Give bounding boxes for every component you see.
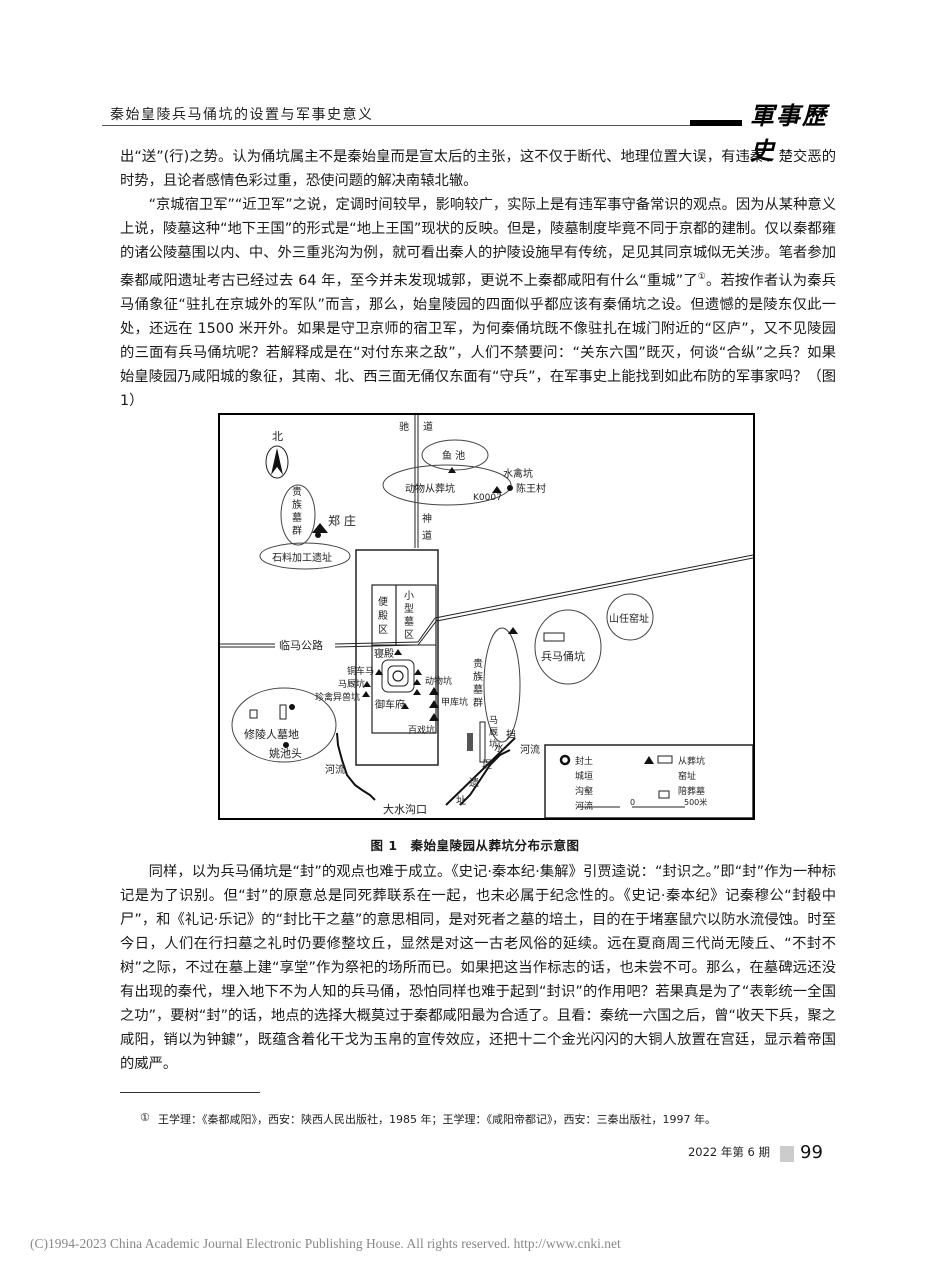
dashuigoukou-label: 大水沟口 xyxy=(383,802,427,816)
footnote-text: 王学理：《秦都咸阳》，西安：陕西人民出版社，1985 年；王学理：《咸阳帝都记》… xyxy=(158,1113,716,1126)
zhenqin-label: 珍禽异兽坑 xyxy=(315,691,360,703)
issue-info: 2022 年第 6 期 xyxy=(687,1145,770,1159)
figure-caption: 图 1 秦始皇陵园从葬坑分布示意图 xyxy=(370,838,580,853)
journal-logo: 軍事歷史 xyxy=(750,101,828,165)
dangshui-1: 挡 xyxy=(506,728,516,741)
copyright-notice: (C)1994-2023 China Academic Journal Elec… xyxy=(30,1236,621,1251)
chidao-label-2: 道 xyxy=(423,420,433,433)
legend-heliu: 河流 xyxy=(575,800,593,812)
shiliao-label: 石料加工遗址 xyxy=(272,551,332,564)
running-header: 秦始皇陵兵马俑坑的设置与军事史意义 軍事歷史 xyxy=(102,96,850,165)
north-label: 北 xyxy=(272,430,283,443)
bingmayong-label: 兵马俑坑 xyxy=(541,649,585,663)
majiukeng-e-2: 厩 xyxy=(489,727,498,738)
guizu-e-4: 群 xyxy=(473,696,483,709)
dongwu-label: 动物从葬坑 xyxy=(405,482,455,495)
guizu-e-2: 族 xyxy=(473,670,483,683)
guizu-nw-3: 墓 xyxy=(292,511,302,524)
xiaoxing-4: 区 xyxy=(404,629,414,641)
map-svg: 北 驰 道 鱼 池 水禽坑 动物从葬坑 K0007 陈王村 贵 族 墓 群 郑 … xyxy=(220,415,753,818)
dongwukeng-label: 动物坑 xyxy=(425,675,452,687)
legend-fengtu: 封土 xyxy=(575,755,593,767)
paragraph-3: 同样，以为兵马俑坑是“封”的观点也难于成立。《史记·秦本纪·集解》引贾逵说：“封… xyxy=(120,864,836,1072)
footnote-number: ① xyxy=(140,1111,150,1124)
k0007-label: K0007 xyxy=(473,493,502,503)
majiukeng-e-3: 坑 xyxy=(489,738,498,750)
legend-congzangkeng: 从葬坑 xyxy=(678,755,705,767)
body-text-top: 出“送”(行)之势。认为俑坑属主不是秦始皇而是宣太后的主张，这不仅于断代、地理位… xyxy=(120,145,836,413)
paragraph-1: 出“送”(行)之势。认为俑坑属主不是秦始皇而是宣太后的主张，这不仅于断代、地理位… xyxy=(120,149,836,189)
dangshui-3: 堤 xyxy=(482,759,492,771)
chidao-label-1: 驰 xyxy=(399,420,409,433)
header-bar xyxy=(690,120,742,126)
linma-label: 临马公路 xyxy=(279,638,323,652)
baixikeng-label: 百戏坑 xyxy=(408,724,435,736)
shuiqinkeng-label: 水禽坑 xyxy=(503,467,533,480)
legend-scale-start: 0 xyxy=(630,798,635,807)
running-title: 秦始皇陵兵马俑坑的设置与军事史意义 xyxy=(110,107,374,123)
majiukeng-e-1: 马 xyxy=(489,715,498,726)
paragraph-2: “京城宿卫军”“近卫军”之说，定调时间较早，影响较广，实际上是有违军事守备常识的… xyxy=(120,193,836,413)
xiaoxing-1: 小 xyxy=(404,590,414,602)
footnote-rule xyxy=(120,1092,260,1093)
jiakukeng-label: 甲库坑 xyxy=(441,696,468,708)
dangshui-5: 址 xyxy=(456,794,466,807)
shendao-label-2: 道 xyxy=(422,529,432,542)
xiaoxing-2: 型 xyxy=(404,602,414,615)
qindian-label: 寝殿 xyxy=(374,647,394,660)
yaochitou-label: 姚池头 xyxy=(269,746,302,760)
guizu-e-3: 墓 xyxy=(473,683,483,696)
legend-yaozhi: 窑址 xyxy=(678,770,696,782)
shendao-label-1: 神 xyxy=(422,512,432,525)
paragraph-2-text: “京城宿卫军”“近卫军”之说，定调时间较早，影响较广，实际上是有违军事守备常识的… xyxy=(120,197,836,289)
footnote: ① 王学理：《秦都咸阳》，西安：陕西人民出版社，1985 年；王学理：《咸阳帝都… xyxy=(140,1111,716,1127)
yuchefu-label: 御车府 xyxy=(375,698,405,711)
figure-map: 北 驰 道 鱼 池 水禽坑 动物从葬坑 K0007 陈王村 贵 族 墓 群 郑 … xyxy=(218,413,755,820)
legend-peizangmu: 陪葬墓 xyxy=(678,785,705,797)
biandian-2: 殿 xyxy=(378,610,388,622)
footnote-ref[interactable]: ① xyxy=(697,272,707,282)
legend-scale-end: 500米 xyxy=(684,797,707,807)
xiuling-label: 修陵人墓地 xyxy=(244,727,299,741)
legend-chengyuan: 城垣 xyxy=(575,771,593,782)
biandian-3: 区 xyxy=(378,624,388,636)
chenwangcun-label: 陈王村 xyxy=(516,482,546,495)
zhengzhuang-label: 郑 庄 xyxy=(328,513,356,528)
page-marker-block xyxy=(780,1146,794,1162)
dangshui-2: 水 xyxy=(494,742,504,754)
xiaoxing-3: 墓 xyxy=(404,615,414,628)
tongchema-label: 铜车马 xyxy=(347,665,374,677)
dangshui-4: 遗 xyxy=(469,776,479,789)
guizu-nw-1: 贵 xyxy=(292,485,302,498)
header-rule xyxy=(102,125,690,126)
paragraph-2-text-cont: 。若按作者认为秦兵马俑象征“驻扎在京城外的军队”而言，那么，始皇陵园的四面似乎都… xyxy=(120,272,836,409)
body-text-bottom: 同样，以为兵马俑坑是“封”的观点也难于成立。《史记·秦本纪·集解》引贾逵说：“封… xyxy=(120,860,836,1076)
heliu-e-label: 河流 xyxy=(520,743,540,756)
guizu-e-1: 贵 xyxy=(473,657,483,670)
guizu-nw-2: 族 xyxy=(292,498,302,511)
heliu-w-label: 河流 xyxy=(325,763,345,776)
yuchi-label: 鱼 池 xyxy=(442,449,465,462)
biandian-1: 便 xyxy=(378,595,388,608)
guizu-nw-4: 群 xyxy=(292,524,302,537)
page-number: 99 xyxy=(800,1142,823,1163)
legend-gouhe: 沟壑 xyxy=(575,785,593,797)
shanren-label: 山任窑址 xyxy=(609,612,649,625)
majiukeng-w-label: 马厩坑 xyxy=(338,678,365,690)
